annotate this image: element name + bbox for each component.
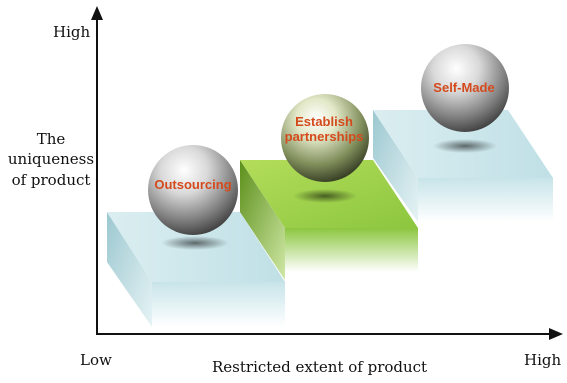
establish-partnerships-label: Establish partnerships xyxy=(284,114,364,144)
x-axis-arrowhead xyxy=(549,328,563,340)
step-1-side xyxy=(107,212,152,327)
self-made-label: Self-Made xyxy=(433,80,495,95)
sphere-2-shadow xyxy=(293,189,357,203)
outsourcing-label: Outsourcing xyxy=(154,177,232,192)
sphere-outsourcing xyxy=(148,145,238,235)
step-2-side xyxy=(240,160,285,280)
x-axis-title: Restricted extent of product xyxy=(212,358,428,376)
sphere-3-shadow xyxy=(433,139,497,153)
step-3-front xyxy=(418,178,553,222)
sphere-establish-partnerships xyxy=(281,94,369,182)
y-axis-high-label: High xyxy=(53,23,91,41)
step-2-front xyxy=(285,228,418,272)
step-3-side xyxy=(373,110,418,222)
x-axis-high-label: High xyxy=(524,351,562,369)
y-axis-title: The uniqueness of product xyxy=(7,130,95,189)
sphere-1-shadow xyxy=(161,236,229,250)
x-axis-low-label: Low xyxy=(80,351,112,369)
y-axis-arrowhead xyxy=(91,6,103,20)
sphere-self-made xyxy=(421,44,509,132)
step-1-front xyxy=(152,282,285,327)
